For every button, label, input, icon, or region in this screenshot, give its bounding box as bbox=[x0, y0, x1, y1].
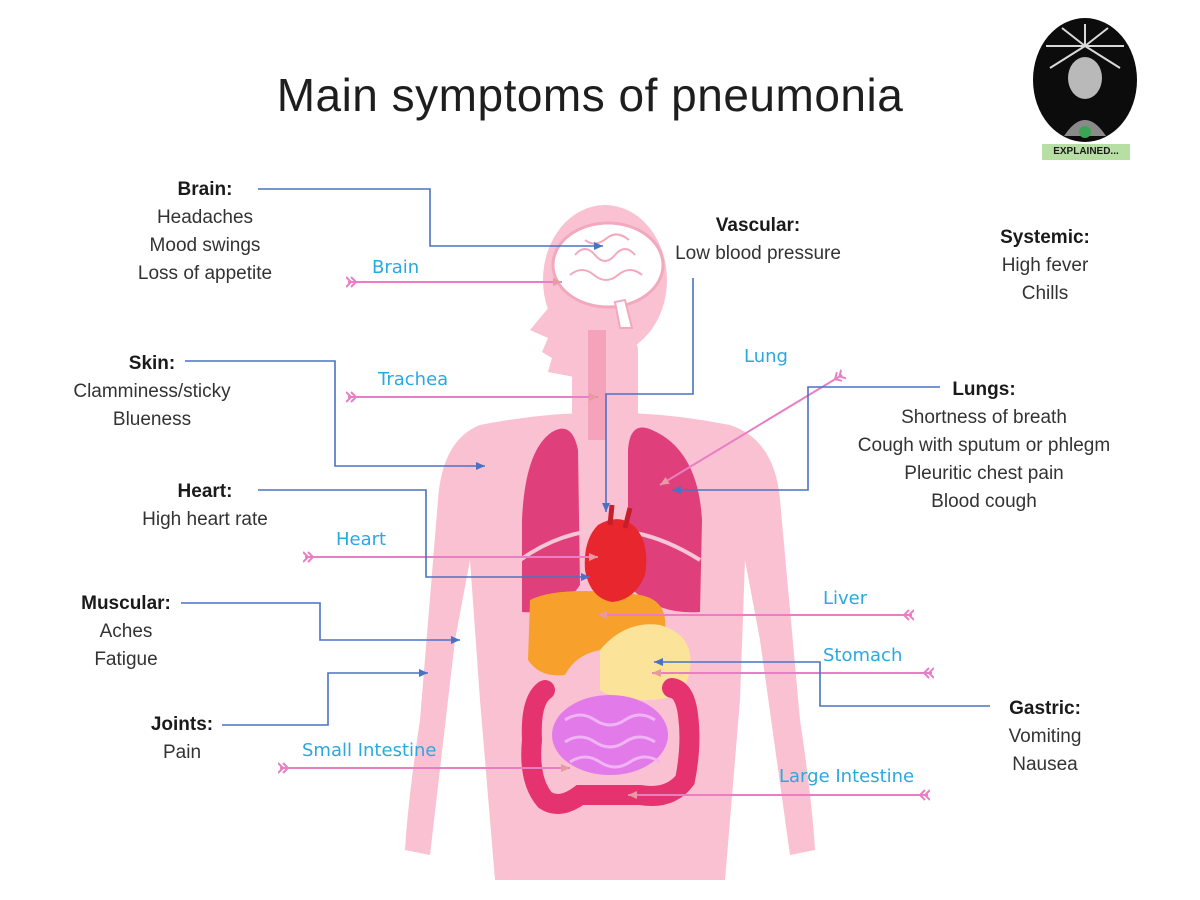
vascular-symptom-1: Low blood pressure bbox=[675, 243, 841, 264]
systemic-symptoms: Systemic: High fever Chills bbox=[975, 224, 1115, 308]
brain-symptom-2: Mood swings bbox=[149, 235, 261, 256]
heart-heading: Heart: bbox=[177, 481, 233, 502]
joints-heading: Joints: bbox=[150, 714, 214, 735]
muscular-connector bbox=[181, 602, 460, 644]
logo-text: EXPLAINED... bbox=[1042, 144, 1130, 160]
joints-connector bbox=[222, 669, 428, 726]
vascular-connector bbox=[602, 278, 694, 512]
joints-symptom-1: Pain bbox=[162, 742, 202, 763]
lungs-symptom-4: Blood cough bbox=[931, 491, 1037, 512]
brain-organ bbox=[551, 221, 665, 329]
gastric-symptom-2: Nausea bbox=[1012, 754, 1078, 775]
lungs-symptoms: Lungs: Shortness of breath Cough with sp… bbox=[834, 376, 1134, 516]
organ-label-brain: Brain bbox=[372, 257, 419, 278]
organ-label-lung: Lung bbox=[744, 346, 788, 367]
muscular-symptom-2: Fatigue bbox=[94, 649, 158, 670]
organ-label-stomach: Stomach bbox=[823, 645, 902, 666]
skin-symptom-2: Blueness bbox=[112, 409, 192, 430]
skin-symptom-1: Clamminess/sticky bbox=[73, 381, 231, 402]
brain-symptoms: Brain: Headaches Mood swings Loss of app… bbox=[110, 176, 300, 288]
trachea-shape bbox=[588, 330, 606, 440]
vascular-symptoms: Vascular: Low blood pressure bbox=[655, 212, 861, 268]
lungs-connector bbox=[672, 386, 940, 494]
brain-symptom-3: Loss of appetite bbox=[137, 263, 273, 284]
page-title: Main symptoms of pneumonia bbox=[276, 69, 904, 121]
gastric-symptoms: Gastric: Vomiting Nausea bbox=[985, 695, 1105, 779]
gastric-heading: Gastric: bbox=[1009, 698, 1081, 719]
small-intestine-organ bbox=[552, 695, 668, 775]
explained-logo bbox=[1033, 18, 1137, 142]
large-intestine-organ bbox=[521, 678, 700, 814]
heart-connector bbox=[258, 489, 590, 581]
lungs-symptom-2: Cough with sputum or phlegm bbox=[857, 435, 1111, 456]
organ-label-heart: Heart bbox=[336, 529, 386, 550]
lung-pointer bbox=[659, 375, 842, 486]
organ-label-small-intestine: Small Intestine bbox=[302, 740, 436, 761]
muscular-symptoms: Muscular: Aches Fatigue bbox=[62, 590, 190, 674]
muscular-heading: Muscular: bbox=[81, 593, 171, 614]
heart-organ bbox=[584, 519, 647, 602]
lungs-symptom-1: Shortness of breath bbox=[901, 407, 1067, 428]
lungs-symptom-3: Pleuritic chest pain bbox=[904, 463, 1064, 484]
organ-label-large-intestine: Large Intestine bbox=[779, 766, 914, 787]
organ-label-liver: Liver bbox=[823, 588, 868, 609]
organ-pointer-arrows bbox=[280, 282, 932, 795]
logo-badge-icon bbox=[1079, 126, 1091, 138]
lungs-heading: Lungs: bbox=[952, 379, 1016, 400]
gastric-symptom-1: Vomiting bbox=[1008, 726, 1082, 747]
gastric-connector bbox=[654, 658, 990, 707]
brain-connector bbox=[258, 188, 603, 250]
joints-symptoms: Joints: Pain bbox=[132, 711, 232, 767]
skin-heading: Skin: bbox=[128, 353, 176, 374]
organ-label-trachea: Trachea bbox=[377, 369, 448, 390]
brain-heading: Brain: bbox=[177, 179, 233, 200]
heart-symptoms: Heart: High heart rate bbox=[110, 478, 300, 534]
brain-symptom-1: Headaches bbox=[156, 207, 254, 228]
systemic-heading: Systemic: bbox=[1000, 227, 1090, 248]
systemic-symptom-1: High fever bbox=[1001, 255, 1089, 276]
skin-symptoms: Skin: Clamminess/sticky Blueness bbox=[50, 350, 254, 434]
skin-connector bbox=[185, 360, 485, 470]
heart-symptom-1: High heart rate bbox=[142, 509, 268, 530]
muscular-symptom-1: Aches bbox=[99, 621, 153, 642]
vascular-heading: Vascular: bbox=[715, 215, 801, 236]
systemic-symptom-2: Chills bbox=[1021, 283, 1069, 304]
organ-labels: Brain Trachea Heart Small Intestine Lung… bbox=[302, 257, 914, 787]
symptom-connectors bbox=[181, 188, 990, 726]
